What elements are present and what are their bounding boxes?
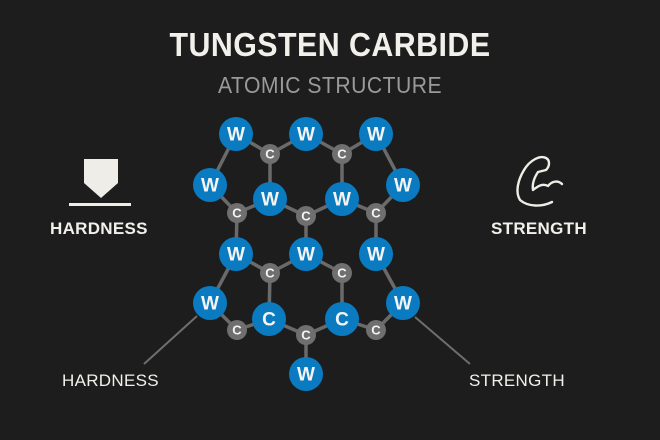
carbon-atom: C (332, 263, 352, 283)
carbon-atom: C (260, 144, 280, 164)
carbon-atom: C (252, 302, 286, 336)
svg-text:C: C (335, 310, 349, 331)
carbon-atom: C (260, 263, 280, 283)
svg-text:C: C (265, 147, 275, 162)
strength-callout-line (414, 316, 471, 365)
tungsten-atom: W (289, 237, 323, 271)
carbon-atom: C (227, 320, 247, 340)
svg-text:C: C (232, 323, 242, 338)
hardness-callout-label: HARDNESS (62, 371, 159, 390)
svg-text:C: C (337, 266, 347, 281)
svg-text:C: C (371, 323, 381, 338)
tungsten-atom: W (253, 182, 287, 216)
carbon-atom: C (296, 325, 316, 345)
svg-text:W: W (333, 190, 351, 211)
tungsten-atom: W (289, 357, 323, 391)
diagram-title: TUNGSTEN CARBIDE (169, 26, 491, 63)
svg-text:C: C (337, 147, 347, 162)
diagram-subtitle: ATOMIC STRUCTURE (217, 72, 443, 98)
tungsten-atom: W (325, 182, 359, 216)
tungsten-atom: W (289, 117, 323, 151)
tungsten-atom: W (193, 286, 227, 320)
flexed-arm-icon (516, 156, 564, 207)
svg-text:W: W (261, 190, 279, 211)
svg-text:W: W (297, 125, 315, 146)
svg-text:C: C (262, 310, 276, 331)
svg-text:W: W (367, 245, 385, 266)
svg-text:W: W (367, 125, 385, 146)
tungsten-atom: W (193, 168, 227, 202)
svg-text:W: W (297, 365, 315, 386)
tungsten-atom: W (386, 286, 420, 320)
hardness-callout-line (143, 315, 198, 365)
carbon-atom: C (325, 302, 359, 336)
svg-text:W: W (201, 176, 219, 197)
svg-text:W: W (297, 245, 315, 266)
svg-text:C: C (371, 206, 381, 221)
carbon-atom: C (296, 206, 316, 226)
svg-text:W: W (227, 125, 245, 146)
carbon-atom: C (227, 203, 247, 223)
strength-feature-label: STRENGTH (491, 219, 587, 238)
carbon-atom: C (366, 203, 386, 223)
svg-text:W: W (394, 294, 412, 315)
svg-text:C: C (301, 328, 311, 343)
strength-callout-label: STRENGTH (469, 371, 565, 390)
hardness-feature-label: HARDNESS (50, 219, 148, 238)
svg-text:C: C (232, 206, 242, 221)
svg-text:W: W (394, 176, 412, 197)
tungsten-atom: W (359, 117, 393, 151)
svg-text:C: C (265, 266, 275, 281)
tungsten-atom: W (386, 168, 420, 202)
svg-text:C: C (301, 209, 311, 224)
tungsten-atom: W (359, 237, 393, 271)
svg-text:W: W (227, 245, 245, 266)
indenter-icon (69, 159, 131, 206)
tungsten-atom: W (219, 117, 253, 151)
carbon-atom: C (366, 320, 386, 340)
carbon-atom: C (332, 144, 352, 164)
svg-text:W: W (201, 294, 219, 315)
tungsten-atom: W (219, 237, 253, 271)
